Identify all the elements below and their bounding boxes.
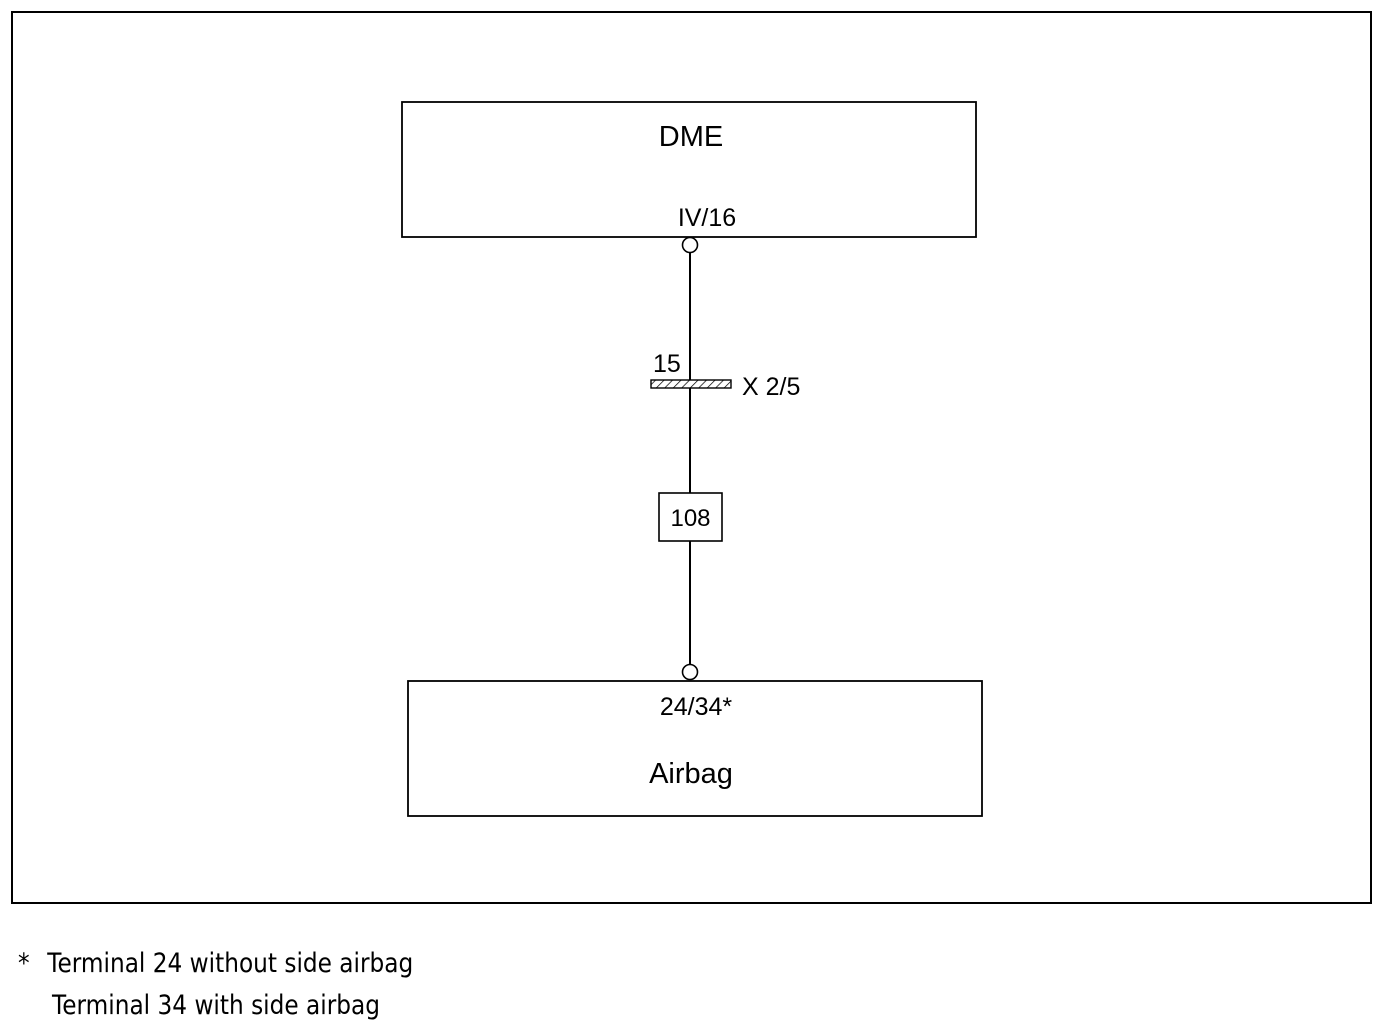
connector-bar: [650, 379, 732, 389]
diagram-frame: [11, 11, 1372, 904]
dme-pin-label: IV/16: [678, 204, 736, 232]
airbag-box: [407, 680, 983, 817]
dme-component: DME IV/16: [401, 101, 977, 238]
airbag-terminal: [681, 663, 699, 681]
dme-terminal: [681, 236, 699, 254]
airbag-component: 24/34* Airbag: [407, 680, 983, 817]
wire-id-box: [658, 492, 723, 542]
footnote-line-1: * Terminal 24 without side airbag: [18, 950, 413, 977]
footnote-text-1: Terminal 24 without side airbag: [47, 948, 414, 979]
dme-label: DME: [659, 121, 723, 153]
connector-pin-label: 15: [653, 350, 681, 378]
wire-id-tag: 108: [658, 492, 723, 542]
airbag-pin-label: 24/34*: [660, 693, 733, 721]
connector-label: X 2/5: [742, 373, 800, 401]
footnote-text-2: Terminal 34 with side airbag: [52, 990, 380, 1021]
footnote-line-2: Terminal 34 with side airbag: [52, 992, 380, 1019]
wire-id-label: 108: [670, 505, 710, 532]
connector-x2-5: 15 X 2/5: [650, 350, 800, 401]
footnote-marker: *: [18, 948, 30, 979]
airbag-label: Airbag: [649, 758, 733, 790]
